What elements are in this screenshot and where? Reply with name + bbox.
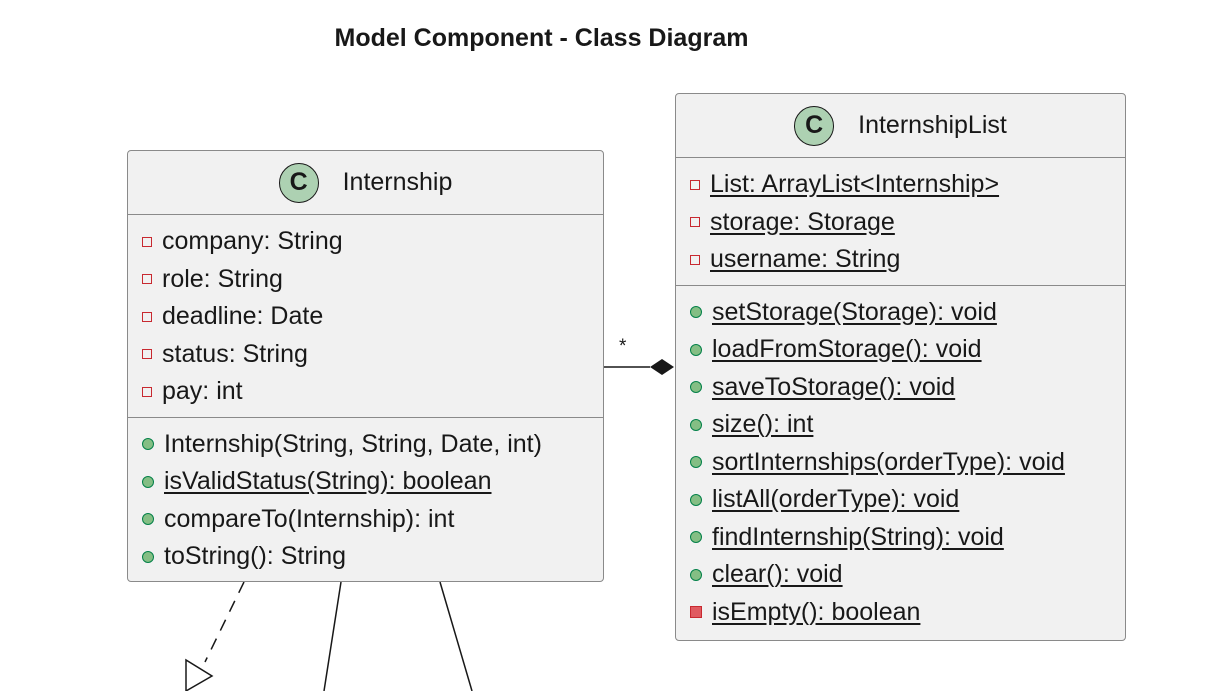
private-visibility-icon: [142, 311, 152, 322]
method-row: Internship(String, String, Date, int): [128, 426, 603, 464]
private-visibility-icon: [142, 236, 152, 247]
method-text: isEmpty(): boolean: [712, 597, 921, 626]
method-row: loadFromStorage(): void: [676, 331, 1125, 369]
method-row: compareTo(Internship): int: [128, 501, 603, 539]
class-header: C Internship: [128, 151, 603, 215]
field-text: username: String: [710, 245, 901, 274]
method-text: isValidStatus(String): boolean: [164, 467, 492, 496]
method-text: listAll(orderType): void: [712, 485, 960, 514]
method-row: sortInternships(orderType): void: [676, 444, 1125, 482]
method-text: sortInternships(orderType): void: [712, 447, 1065, 476]
association-line-1: [323, 581, 342, 691]
field-row: status: String: [128, 336, 603, 374]
private-visibility-icon: [142, 386, 152, 397]
methods-section: Internship(String, String, Date, int) isV…: [128, 416, 603, 582]
realization-line: [204, 581, 245, 663]
private-visibility-icon: [690, 254, 700, 265]
method-row: clear(): void: [676, 556, 1125, 594]
public-visibility-icon: [142, 513, 154, 526]
public-visibility-icon: [690, 568, 702, 581]
composition-diamond: [650, 359, 674, 375]
method-text: saveToStorage(): void: [712, 372, 956, 401]
field-text: role: String: [162, 264, 283, 293]
field-row: storage: Storage: [676, 204, 1125, 242]
fields-section: company: String role: String deadline: Dat…: [128, 215, 603, 417]
private-visibility-icon: [690, 179, 700, 190]
diagram-title: Model Component - Class Diagram: [334, 24, 749, 52]
method-row: listAll(orderType): void: [676, 481, 1125, 519]
method-row: isValidStatus(String): boolean: [128, 463, 603, 501]
association-line-2: [439, 581, 473, 691]
method-row: setStorage(Storage): void: [676, 294, 1125, 332]
field-row: List: ArrayList<Internship>: [676, 166, 1125, 204]
class-badge-icon: C: [278, 162, 319, 203]
method-text: size(): int: [712, 410, 814, 439]
public-visibility-icon: [142, 438, 154, 451]
method-text: Internship(String, String, Date, int): [164, 429, 542, 458]
method-row: saveToStorage(): void: [676, 369, 1125, 407]
method-text: setStorage(Storage): void: [712, 297, 997, 326]
field-row: role: String: [128, 261, 603, 299]
method-text: compareTo(Internship): int: [164, 504, 455, 533]
field-row: company: String: [128, 223, 603, 261]
class-header: C InternshipList: [676, 94, 1125, 158]
public-visibility-icon: [690, 343, 702, 356]
field-text: storage: Storage: [710, 207, 895, 236]
field-row: pay: int: [128, 373, 603, 411]
class-badge-icon: C: [794, 105, 835, 146]
public-visibility-icon: [690, 531, 702, 544]
private-visibility-icon: [142, 349, 152, 360]
method-row: isEmpty(): boolean: [676, 594, 1125, 632]
field-row: deadline: Date: [128, 298, 603, 336]
method-text: clear(): void: [712, 560, 843, 589]
methods-section: setStorage(Storage): void loadFromStorage…: [676, 284, 1125, 638]
realization-arrowhead: [185, 658, 214, 691]
class-name: Internship: [342, 168, 453, 196]
field-text: status: String: [162, 339, 308, 368]
public-visibility-icon: [690, 418, 702, 431]
public-visibility-icon: [690, 381, 702, 394]
fields-section: List: ArrayList<Internship> storage: Stor…: [676, 158, 1125, 285]
field-text: pay: int: [162, 377, 243, 406]
class-internship: C Internship company: String role: String…: [127, 150, 604, 582]
method-row: findInternship(String): void: [676, 519, 1125, 557]
public-visibility-icon: [690, 306, 702, 319]
field-text: List: ArrayList<Internship>: [710, 170, 1000, 199]
method-row: size(): int: [676, 406, 1125, 444]
field-text: company: String: [162, 227, 343, 256]
private-visibility-icon: [690, 606, 702, 619]
public-visibility-icon: [142, 550, 154, 563]
method-text: toString(): String: [164, 542, 347, 571]
private-visibility-icon: [142, 274, 152, 285]
field-text: deadline: Date: [162, 302, 324, 331]
class-name: InternshipList: [858, 111, 1007, 139]
method-text: findInternship(String): void: [712, 522, 1004, 551]
public-visibility-icon: [690, 493, 702, 506]
class-internship-list: C InternshipList List: ArrayList<Interns…: [675, 93, 1126, 641]
public-visibility-icon: [690, 456, 702, 469]
method-text: loadFromStorage(): void: [712, 335, 982, 364]
composition-multiplicity: *: [619, 336, 627, 357]
public-visibility-icon: [142, 475, 154, 488]
method-row: toString(): String: [128, 538, 603, 576]
field-row: username: String: [676, 241, 1125, 279]
private-visibility-icon: [690, 217, 700, 228]
